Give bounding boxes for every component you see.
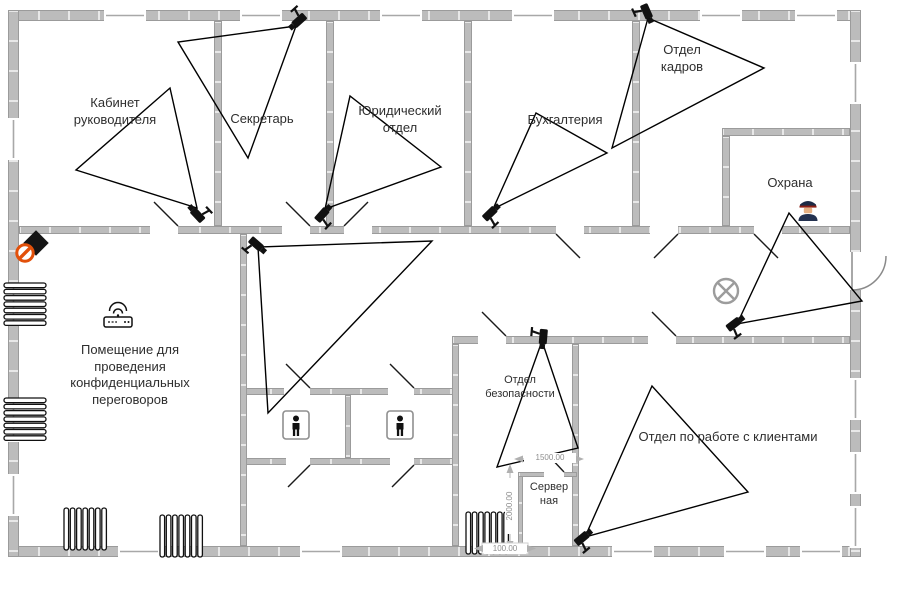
coverage-guard — [735, 211, 864, 325]
radiator-icon — [159, 514, 204, 558]
radiator-icon — [63, 507, 108, 551]
wifi-router-icon — [103, 301, 133, 328]
wall-guardroom-left — [722, 136, 730, 226]
room-label-server: Сервер ная — [529, 481, 569, 508]
radiator-icon — [3, 282, 47, 327]
wc-man-icon — [282, 410, 310, 440]
camera-icon — [529, 325, 550, 351]
wall-server-left — [518, 472, 523, 546]
coverage-accounting — [491, 112, 609, 211]
coverage-corridor — [257, 240, 434, 415]
wall-secretary-legal — [326, 21, 334, 226]
camera-icon — [571, 526, 601, 555]
wall-director-secretary — [214, 21, 222, 226]
dimension-offset: 100.00 — [484, 544, 526, 554]
camera-icon — [723, 312, 752, 341]
coverage-clients — [583, 384, 750, 539]
room-label-director: Кабинет руководителя — [73, 95, 157, 127]
wc-man-icon — [386, 410, 414, 440]
room-label-security-dept: Отдел безопасности — [485, 374, 555, 401]
wall-outer-top — [8, 10, 861, 21]
wall-wc-top — [240, 388, 456, 395]
coverage-legal — [324, 94, 443, 211]
no-entry-icon — [15, 230, 49, 263]
coverage-director — [74, 86, 198, 210]
coverage-hr — [610, 17, 766, 150]
lamp-icon — [712, 277, 740, 305]
room-label-guard: Охрана — [767, 175, 813, 190]
room-label-clients: Отдел по работе с клиентами — [638, 429, 818, 444]
room-label-accounting: Бухгалтерия — [527, 112, 603, 127]
wall-accounting-hr — [632, 21, 640, 226]
dimension-height: 2000.00 — [505, 478, 515, 534]
wall-security-left — [452, 344, 459, 546]
wall-guardroom-top — [722, 128, 850, 136]
room-label-negotiations: Помещение для проведения конфиденциальны… — [70, 342, 190, 407]
camera-icon — [185, 196, 214, 226]
room-label-hr: Отдел кадров — [660, 42, 704, 74]
windows — [7, 9, 862, 558]
coverage-security — [495, 338, 579, 468]
room-label-secretary: Секретарь — [230, 111, 294, 126]
radiators — [3, 282, 510, 558]
exterior-door-arc — [851, 255, 887, 291]
wall-outer-bottom — [8, 546, 861, 557]
dimension-width: 1500.00 — [524, 453, 576, 463]
wall-security-clients — [572, 344, 579, 546]
wall-negotiations-right — [240, 234, 247, 546]
room-label-legal: Юридический отдел — [358, 103, 442, 135]
guard-icon — [798, 201, 818, 221]
camera-coverage-triangles — [74, 17, 864, 539]
wall-wc-bottom — [240, 458, 456, 465]
camera-icon — [312, 201, 341, 231]
coverage-secretary — [176, 25, 298, 160]
wall-legal-accounting — [464, 21, 472, 226]
wall-wc-divider — [345, 395, 351, 458]
cameras — [185, 0, 752, 555]
wall-corridor — [19, 226, 850, 234]
camera-icon — [630, 0, 657, 29]
camera-icon — [240, 234, 270, 263]
